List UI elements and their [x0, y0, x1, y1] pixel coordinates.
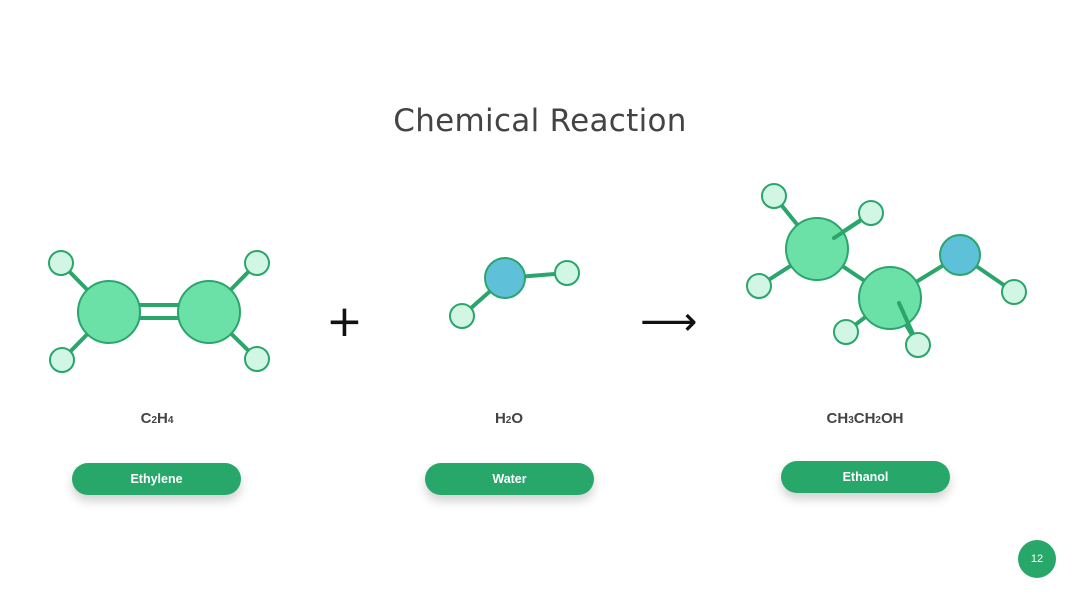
hydrogen-atom: [449, 303, 475, 329]
ethanol-molecule: [746, 183, 1027, 358]
hydrogen-atom: [49, 347, 75, 373]
hydrogen-atom: [48, 250, 74, 276]
hydrogen-atom: [244, 346, 270, 372]
hydrogen-atom: [554, 260, 580, 286]
formula-subscript: 2: [151, 415, 157, 426]
formula-part: OH: [880, 410, 904, 427]
formula-part: CH: [853, 410, 876, 427]
hydrogen-atom: [761, 183, 787, 209]
hydrogen-atom: [905, 332, 931, 358]
hydrogen-atom: [833, 319, 859, 345]
ethylene-molecule: [48, 250, 270, 373]
formula-part: H: [157, 410, 168, 427]
water-formula: H2O: [409, 410, 609, 427]
formula-part: O: [511, 410, 524, 427]
formula-part: C: [140, 410, 152, 427]
ethanol-formula: CH3CH2OH: [765, 410, 965, 427]
reaction-arrow: ⟶: [640, 299, 698, 345]
formula-part: H: [494, 410, 506, 427]
ethylene-label: Ethylene: [72, 463, 241, 495]
hydrogen-atom: [1001, 279, 1027, 305]
oxygen-atom: [484, 257, 526, 299]
hydrogen-atom: [244, 250, 270, 276]
carbon-atom: [77, 280, 141, 344]
page-number-badge: 12: [1018, 540, 1056, 578]
formula-subscript: 2: [505, 415, 512, 426]
slide-title: Chemical Reaction: [393, 103, 687, 139]
formula-subscript: 2: [875, 415, 881, 426]
water-label: Water: [425, 463, 594, 495]
ethylene-formula: C2H4: [57, 410, 257, 427]
carbon-atom: [858, 266, 922, 330]
hydrogen-atom: [746, 273, 772, 299]
oxygen-atom: [939, 234, 981, 276]
formula-part: CH: [826, 410, 849, 427]
plus-sign: +: [326, 296, 363, 347]
hydrogen-atom: [858, 200, 884, 226]
formula-subscript: 3: [848, 415, 854, 426]
carbon-atom: [785, 217, 849, 281]
ethanol-label: Ethanol: [781, 461, 950, 493]
formula-subscript: 4: [167, 415, 174, 426]
carbon-atom: [177, 280, 241, 344]
bond-front: [897, 301, 915, 336]
bond-front: [832, 219, 862, 240]
water-molecule: [449, 257, 580, 329]
